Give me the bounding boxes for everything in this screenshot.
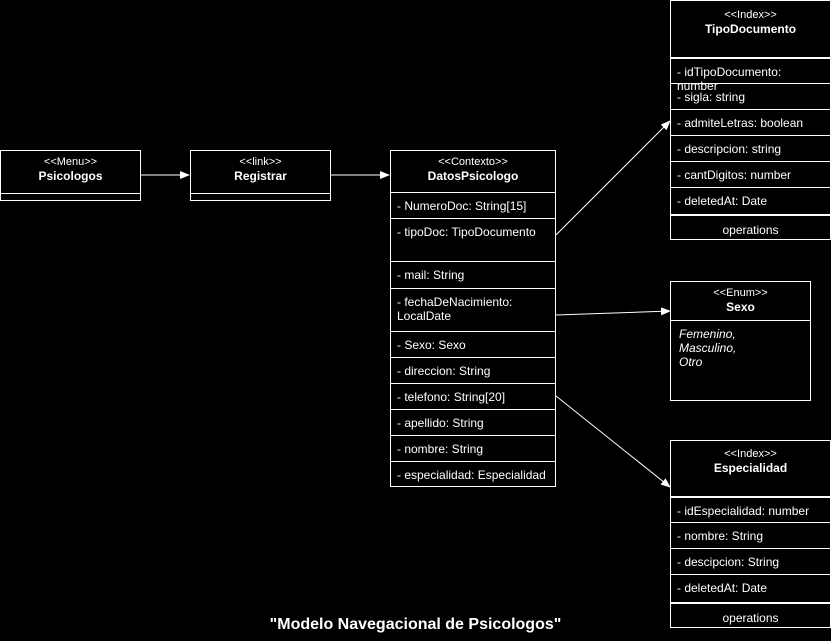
link-name: Registrar — [234, 169, 287, 183]
especialidad-attribute: - deletedAt: Date — [671, 574, 830, 600]
contexto-attribute: - telefono: String[20] — [391, 383, 555, 409]
menu-psicologos-box[interactable]: <<Menu>> Psicologos — [0, 150, 141, 201]
link-empty-compartment — [191, 193, 330, 201]
tipodocumento-name: TipoDocumento — [704, 22, 797, 36]
contexto-attribute: - tipoDoc: TipoDocumento — [391, 218, 555, 261]
contexto-header: <<Contexto>> DatosPsicologo — [391, 151, 555, 183]
tipodocumento-attribute: - sigla: string — [671, 83, 830, 109]
especialidad-attribute: - nombre: String — [671, 522, 830, 548]
menu-header: <<Menu>> Psicologos — [1, 151, 140, 183]
especialidad-operations: operations — [671, 602, 830, 628]
link-registrar-box[interactable]: <<link>> Registrar — [190, 150, 331, 201]
arrow-sexo-to-enum — [555, 307, 671, 316]
contexto-datospsicologo-box[interactable]: <<Contexto>> DatosPsicologo - NumeroDoc:… — [390, 150, 556, 487]
index-tipodocumento-box[interactable]: <<Index>> TipoDocumento - idTipoDocument… — [670, 0, 831, 240]
tipodocumento-attribute: - idTipoDocumento: number — [671, 57, 830, 93]
contexto-attribute: - mail: String — [391, 261, 555, 288]
especialidad-attribute: - idEspecialidad: number — [671, 496, 830, 522]
tipodocumento-attribute: - cantDigitos: number — [671, 161, 830, 187]
especialidad-attribute: - descipcion: String — [671, 548, 830, 574]
contexto-attribute: - fechaDeNacimiento: LocalDate — [391, 288, 555, 331]
enum-sexo-box[interactable]: <<Enum>> Sexo Femenino, Masculino, Otro — [670, 281, 811, 401]
menu-name: Psicologos — [38, 169, 103, 183]
contexto-attribute: - Sexo: Sexo — [391, 331, 555, 357]
contexto-name: DatosPsicologo — [427, 169, 519, 183]
link-header: <<link>> Registrar — [191, 151, 330, 183]
contexto-stereotype: <<Contexto>> — [438, 156, 508, 168]
tipodocumento-operations: operations — [671, 214, 830, 240]
especialidad-header: <<Index>> Especialidad — [671, 441, 830, 475]
menu-empty-compartment — [1, 193, 140, 201]
sexo-name: Sexo — [726, 300, 755, 314]
contexto-attribute: - NumeroDoc: String[15] — [391, 192, 555, 218]
diagram-title: "Modelo Navegacional de Psicologos" — [269, 616, 562, 633]
menu-stereotype: <<Menu>> — [43, 156, 98, 168]
contexto-attribute: - nombre: String — [391, 435, 555, 461]
especialidad-name: Especialidad — [713, 461, 788, 475]
especialidad-stereotype: <<Index>> — [724, 448, 777, 460]
arrow-tipodoc-to-tipodocumento — [555, 120, 671, 236]
tipodocumento-attribute: - admiteLetras: boolean — [671, 109, 830, 135]
tipodocumento-stereotype: <<Index>> — [724, 9, 777, 21]
tipodocumento-header: <<Index>> TipoDocumento — [671, 1, 830, 36]
arrow-especialidad-to-index — [555, 395, 671, 488]
tipodocumento-attribute: - descripcion: string — [671, 135, 830, 161]
sexo-header: <<Enum>> Sexo — [671, 282, 810, 314]
tipodocumento-attribute: - deletedAt: Date — [671, 187, 830, 213]
contexto-attribute: - direccion: String — [391, 357, 555, 383]
contexto-attribute: - apellido: String — [391, 409, 555, 435]
link-stereotype: <<link>> — [239, 156, 282, 168]
index-especialidad-box[interactable]: <<Index>> Especialidad - idEspecialidad:… — [670, 440, 831, 628]
sexo-values: Femenino, Masculino, Otro — [671, 320, 810, 401]
contexto-attribute: - especialidad: Especialidad — [391, 461, 555, 487]
sexo-stereotype: <<Enum>> — [713, 287, 768, 299]
